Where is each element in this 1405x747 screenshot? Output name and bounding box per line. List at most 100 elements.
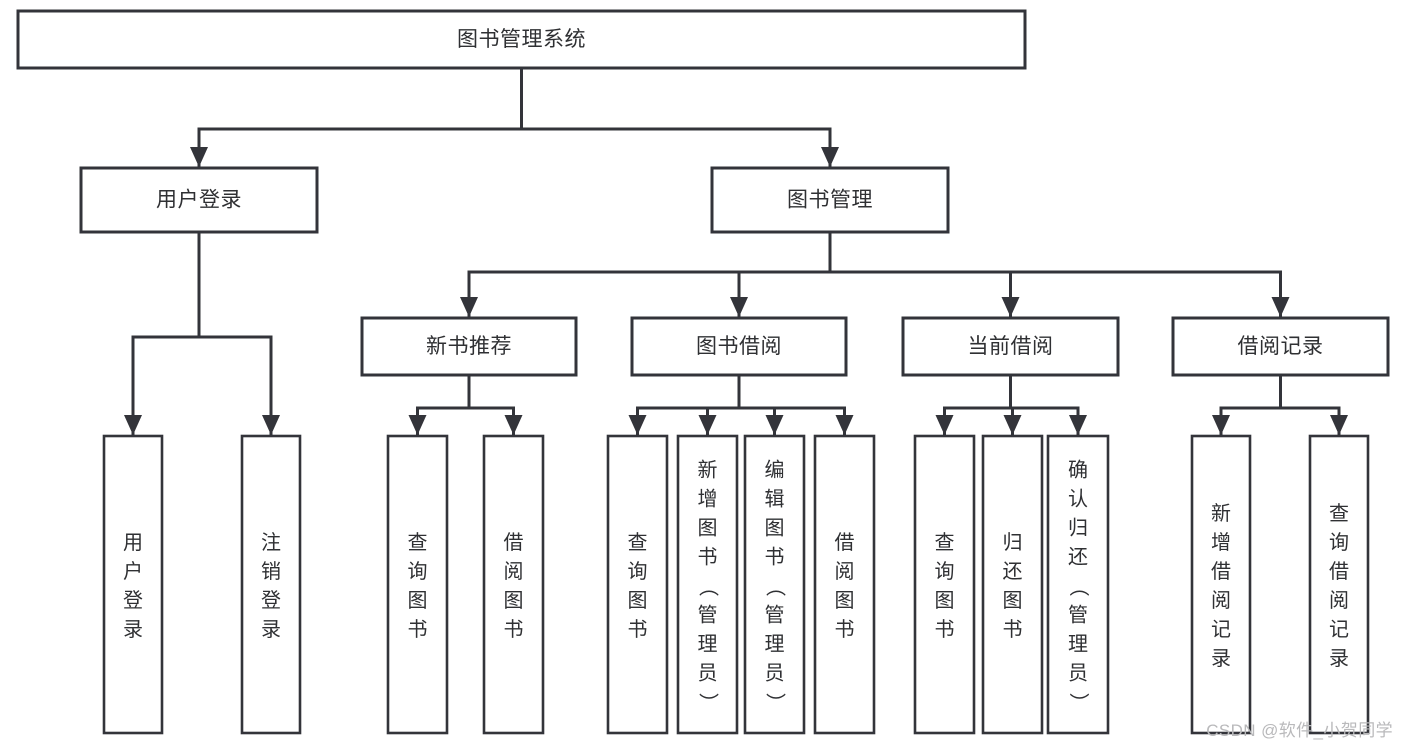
svg-text:借: 借 [504,531,524,554]
node-box-leaf-borrow-book-recommend [482,434,545,735]
svg-text:（: （ [1067,577,1090,597]
node-box-root [16,9,1027,70]
svg-text:书: 书 [765,546,785,569]
svg-text:书: 书 [408,618,428,641]
node-box-leaf-query-book-current [913,434,976,735]
svg-text:书: 书 [1003,618,1023,641]
svg-text:新: 新 [698,459,718,482]
arrow-head-icon-leaf-return-book [1003,415,1022,435]
node-leaf-user-login[interactable]: 用户登录 [102,434,164,735]
node-box-book-borrow [630,316,848,377]
node-label-user-login: 用户登录 [156,189,242,212]
svg-text:借: 借 [835,531,855,554]
svg-text:理: 理 [765,634,785,656]
node-root[interactable]: 图书管理系统 [16,9,1027,70]
csdn-watermark: CSDN @软件_小贺同学 [1206,721,1393,740]
svg-text:）: ） [1067,693,1090,713]
arrow-head-icon-leaf-query-book-borrow [628,415,647,435]
svg-text:（: （ [697,577,720,597]
svg-text:查: 查 [408,531,428,554]
node-label-book-manage: 图书管理 [787,189,873,212]
svg-text:管: 管 [698,604,718,627]
svg-text:借: 借 [1329,560,1349,583]
svg-text:录: 录 [261,619,281,641]
node-box-current-borrow [901,316,1120,377]
node-box-book-manage [710,166,950,234]
arrow-head-icon-leaf-borrow-book-recommend [504,415,523,435]
node-user-login[interactable]: 用户登录 [79,166,319,234]
svg-text:录: 录 [1211,648,1231,670]
svg-text:用: 用 [123,532,143,554]
svg-text:理: 理 [698,634,718,656]
svg-text:书: 书 [628,618,648,641]
svg-text:归: 归 [1003,531,1023,554]
node-box-user-login [79,166,319,234]
node-box-leaf-edit-book-admin [743,434,806,735]
node-current-borrow[interactable]: 当前借阅 [901,316,1120,377]
svg-text:（: （ [764,577,787,597]
svg-text:确: 确 [1068,459,1088,482]
node-label-root: 图书管理系统 [457,28,586,51]
arrow-head-icon-user-login [190,147,208,167]
node-label-current-borrow: 当前借阅 [968,335,1054,358]
svg-text:阅: 阅 [1329,589,1349,612]
node-book-borrow[interactable]: 图书借阅 [630,316,848,377]
svg-text:户: 户 [123,560,143,583]
svg-text:理: 理 [1068,634,1088,656]
arrow-head-icon-leaf-query-borrow-record [1330,415,1348,435]
svg-text:新: 新 [1211,502,1231,525]
node-boxes-layer: 图书管理系统用户登录图书管理新书推荐图书借阅当前借阅借阅记录用户登录注销登录查询… [16,9,1390,735]
svg-text:员: 员 [1068,663,1088,685]
arrow-head-icon-leaf-logout [262,415,280,435]
svg-text:图: 图 [765,518,785,540]
svg-text:图: 图 [835,590,855,612]
svg-text:销: 销 [261,560,281,583]
svg-text:询: 询 [1329,531,1349,554]
node-label-leaf-user-login: 用户登录 [123,532,143,641]
node-borrow-record[interactable]: 借阅记录 [1171,316,1390,377]
arrow-head-icon-book-borrow [730,297,748,317]
svg-text:登: 登 [123,589,143,612]
svg-text:）: ） [697,693,720,713]
svg-text:还: 还 [1068,546,1088,569]
arrow-head-icon-leaf-add-borrow-record [1212,415,1230,435]
svg-text:录: 录 [1329,648,1349,670]
svg-text:增: 增 [1211,531,1231,554]
node-box-leaf-add-book-admin [676,434,739,735]
connector-links-layer [124,66,1348,437]
node-box-leaf-borrow-book [813,434,876,735]
svg-text:图: 图 [1003,590,1023,612]
node-box-leaf-query-book-borrow [606,434,669,735]
svg-text:还: 还 [1003,560,1023,583]
node-new-book-recommend[interactable]: 新书推荐 [360,316,578,377]
node-box-leaf-user-login [102,434,164,735]
node-box-leaf-add-borrow-record [1190,434,1252,735]
svg-text:书: 书 [698,546,718,569]
svg-text:查: 查 [1329,502,1349,525]
svg-text:图: 图 [504,590,524,612]
svg-text:阅: 阅 [504,560,524,583]
node-book-manage[interactable]: 图书管理 [710,166,950,234]
